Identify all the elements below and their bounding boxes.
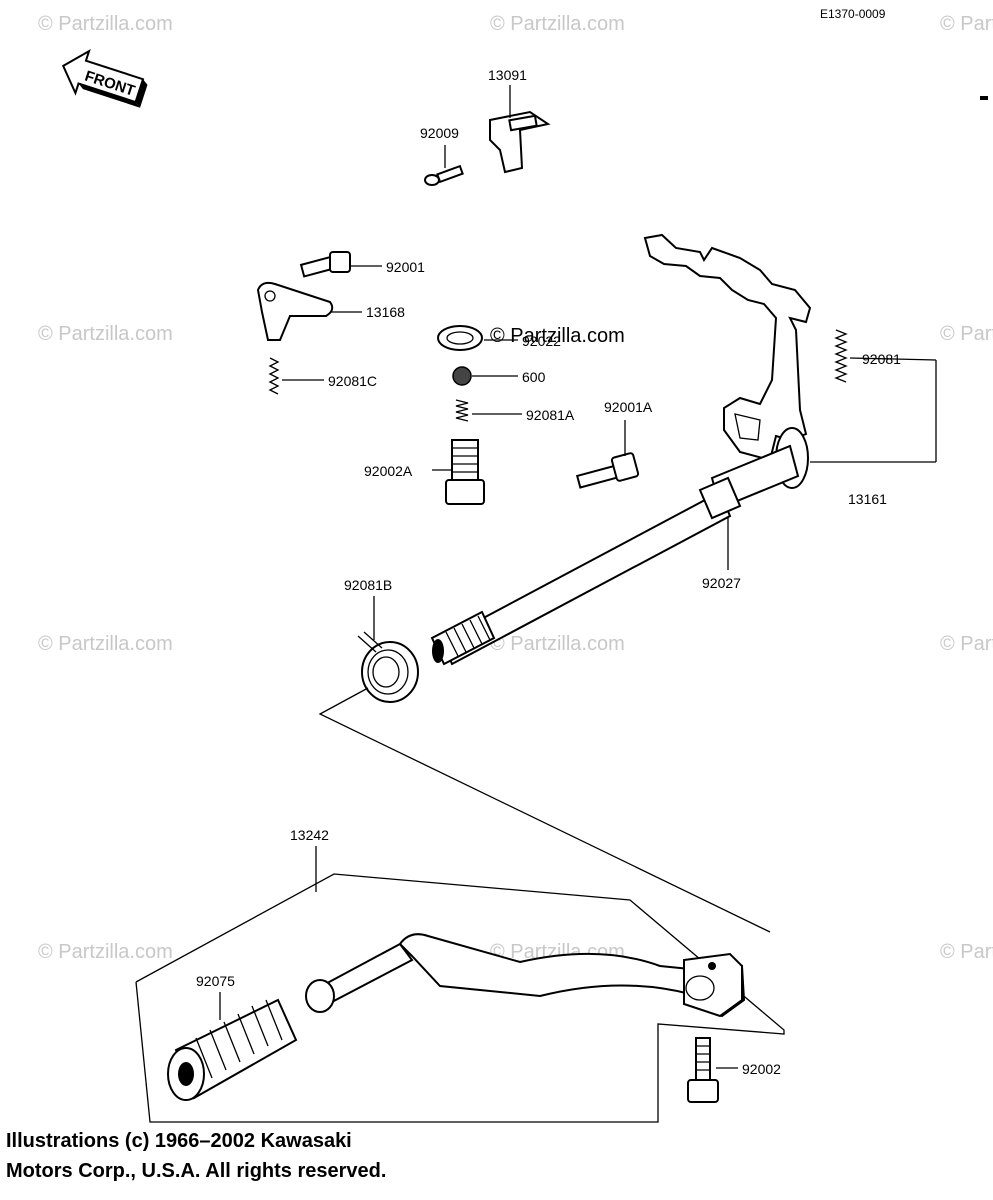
- shift-shaft-13161: [430, 233, 937, 666]
- spring-92081: [834, 329, 937, 383]
- label-92081A: 92081A: [526, 407, 575, 423]
- rubber-92075: [167, 992, 298, 1101]
- watermark: © Partzilla.com: [490, 633, 625, 655]
- spring-92081C: [268, 357, 324, 395]
- bracket-13091: [489, 85, 551, 174]
- bolt-92001: [299, 251, 382, 278]
- watermark: © Partzilla.com: [38, 633, 173, 655]
- watermark: © Partzilla.com: [38, 941, 173, 963]
- connector-line: [318, 687, 771, 933]
- reference-code: E1370-0009: [820, 7, 886, 21]
- washer-92022: [437, 325, 518, 351]
- bolt-92002: [687, 1037, 738, 1103]
- front-arrow-icon: FRONT: [61, 49, 148, 108]
- watermark: © Partzilla.com: [38, 13, 173, 35]
- spring-92081B: [357, 596, 419, 703]
- label-92001: 92001: [386, 259, 425, 275]
- label-13161: 13161: [848, 491, 887, 507]
- copyright-line-1: Illustrations (c) 1966–2002 Kawasaki: [6, 1130, 352, 1152]
- label-13242: 13242: [290, 827, 329, 843]
- label-92081B: 92081B: [344, 577, 392, 593]
- watermark: © Partzilla.com: [940, 13, 993, 35]
- label-92027: 92027: [702, 575, 741, 591]
- label-13091: 13091: [488, 67, 527, 83]
- edge-mark: [980, 96, 988, 100]
- label-92075: 92075: [196, 973, 235, 989]
- label-92001A: 92001A: [604, 399, 653, 415]
- label-13168: 13168: [366, 304, 405, 320]
- watermark: © Partzilla.com: [940, 941, 993, 963]
- pedal-13242: [305, 933, 746, 1018]
- label-92009: 92009: [420, 125, 459, 141]
- pedal-group-outline: [135, 873, 785, 1123]
- copyright-line-2: Motors Corp., U.S.A. All rights reserved…: [6, 1160, 387, 1182]
- ball-600: [452, 366, 518, 386]
- watermark: © Partzilla.com: [940, 633, 993, 655]
- plug-92002A: [432, 439, 485, 505]
- label-92002A: 92002A: [364, 463, 413, 479]
- label-92022: 92022: [522, 333, 561, 349]
- label-92081: 92081: [862, 351, 901, 367]
- watermark: © Partzilla.com: [38, 323, 173, 345]
- label-600: 600: [522, 369, 546, 385]
- label-92002: 92002: [742, 1061, 781, 1077]
- label-92081C: 92081C: [328, 373, 377, 389]
- spring-92081A: [455, 399, 522, 422]
- watermark: © Partzilla.com: [940, 323, 993, 345]
- plate-13168: [256, 281, 362, 341]
- watermark-dark: © Partzilla.com: [490, 325, 625, 347]
- bolt-92001A: [575, 420, 640, 489]
- watermark: © Partzilla.com: [490, 13, 625, 35]
- screw-92009: [424, 145, 464, 186]
